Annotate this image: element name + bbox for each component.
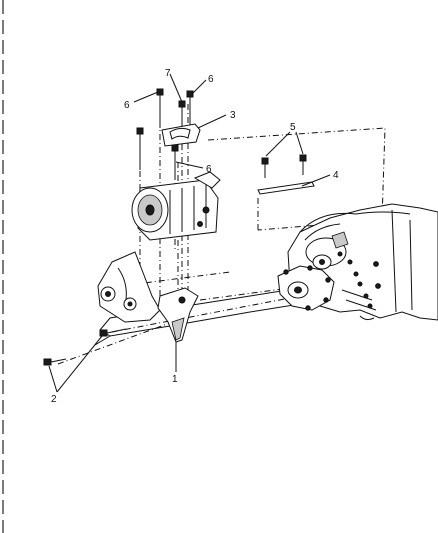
leader-lines [48,73,331,393]
engine-block [277,203,438,321]
bolt-7 [178,100,186,128]
bolt-6-right [186,90,194,125]
callout-7: 7 [165,68,171,79]
callout-5: 5 [290,122,296,133]
callout-3: 3 [230,110,236,121]
callout-2: 2 [51,394,57,405]
engine-mount-bracket [97,251,161,323]
callout-6-top: 6 [208,74,214,85]
support-bracket [157,287,199,343]
bolt-6-left [136,127,144,170]
bolt-6-lower [171,144,179,178]
bolt-5-right [299,154,307,175]
ac-compressor [131,171,221,241]
callout-6-left: 6 [124,100,130,111]
callout-1: 1 [172,374,178,385]
strap-bracket [257,181,315,195]
upper-bracket [161,123,201,147]
bolt-2-upper [99,328,127,337]
bolt-5-left [261,157,269,178]
callout-4: 4 [333,170,339,181]
bolt-6-tall [156,88,164,128]
bolt-2-lower [43,358,67,366]
callout-6-mid: 6 [206,164,212,175]
